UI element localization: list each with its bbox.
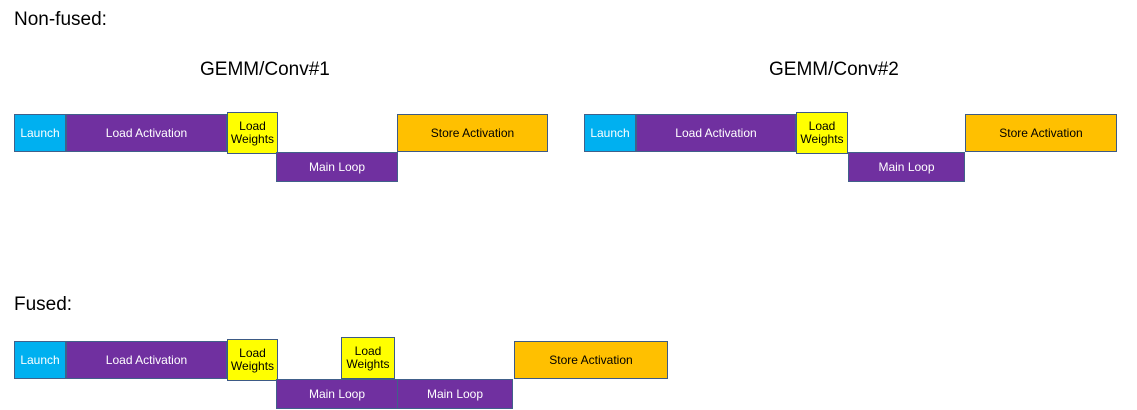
bar-store-activation: Store Activation bbox=[514, 341, 668, 379]
bar-launch: Launch bbox=[584, 114, 636, 152]
bar-load-activation: Load Activation bbox=[636, 114, 796, 152]
bar-launch: Launch bbox=[14, 114, 66, 152]
bar-load-weights: Load Weights bbox=[227, 112, 278, 154]
group-title-0-0: GEMM/Conv#1 bbox=[200, 59, 330, 80]
group-title-0-1: GEMM/Conv#2 bbox=[769, 59, 899, 80]
bar-load-weights-1: Load Weights bbox=[227, 339, 278, 381]
bar-load-activation: Load Activation bbox=[66, 114, 227, 152]
section-label-0: Non-fused: bbox=[14, 9, 107, 30]
bar-store-activation: Store Activation bbox=[965, 114, 1117, 152]
bar-main-loop-1: Main Loop bbox=[276, 379, 398, 409]
bar-store-activation: Store Activation bbox=[397, 114, 548, 152]
bar-main-loop-2: Main Loop bbox=[397, 379, 513, 409]
bar-load-weights-2: Load Weights bbox=[341, 337, 395, 379]
bar-main-loop: Main Loop bbox=[276, 152, 398, 182]
bar-main-loop: Main Loop bbox=[848, 152, 965, 182]
bar-load-activation: Load Activation bbox=[66, 341, 227, 379]
bar-launch: Launch bbox=[14, 341, 66, 379]
section-label-1: Fused: bbox=[14, 294, 73, 315]
bar-load-weights: Load Weights bbox=[796, 112, 848, 154]
